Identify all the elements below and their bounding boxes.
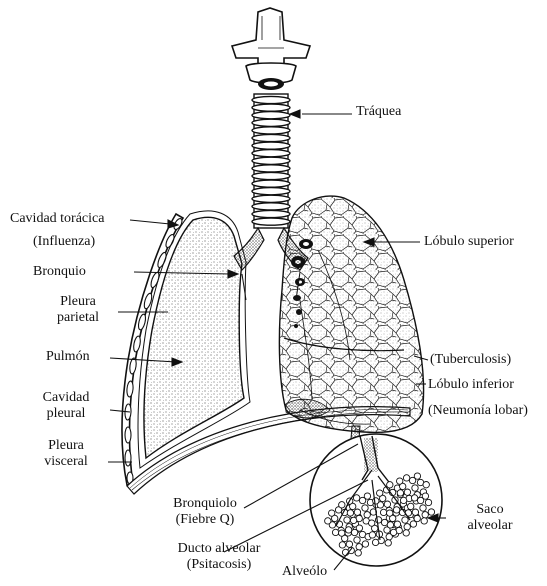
alveolus-bubble: [414, 515, 420, 521]
alveolus-bubble: [404, 489, 410, 495]
alveolus-bubble: [369, 520, 375, 526]
alveolus-bubble: [422, 493, 428, 499]
alveolus-bubble: [390, 529, 396, 535]
alveolus-bubble: [408, 503, 414, 509]
alveolus-bubble: [412, 509, 418, 515]
label-lower-lobe: Lóbulo inferior: [428, 377, 514, 393]
alveolus-bubble: [345, 527, 351, 533]
tracheal-ring: [252, 142, 290, 149]
alveolus-bubble: [414, 473, 420, 479]
alveolus-bubble: [372, 539, 378, 545]
label-bronchus: Bronquio: [33, 264, 86, 280]
alveolus-bubble: [364, 512, 370, 518]
alveolus-bubble: [344, 517, 350, 523]
tracheal-ring: [252, 112, 290, 119]
label-psittacosis: (Psitacosis): [164, 557, 274, 573]
alveolus-bubble: [339, 502, 345, 508]
tracheal-ring: [252, 210, 290, 217]
label-upper-lobe: Lóbulo superior: [424, 234, 514, 250]
alveolus-bubble: [332, 529, 338, 535]
tracheal-ring: [252, 188, 290, 195]
tracheal-ring: [252, 165, 290, 172]
alveolus-bubble: [422, 512, 428, 518]
label-visceral-pleura-1: Pleura: [26, 438, 106, 454]
label-lung: Pulmón: [46, 349, 90, 365]
alveolus-bubble: [353, 495, 359, 501]
alveolus-bubble: [423, 482, 429, 488]
alveolus-bubble: [411, 495, 417, 501]
alveolus-bubble: [369, 532, 375, 538]
alveolus-bubble: [362, 541, 368, 547]
tracheal-ring: [252, 157, 290, 164]
alveolus-bubble: [393, 507, 399, 513]
alveolus-bubble: [339, 530, 345, 536]
tracheal-ring: [252, 180, 290, 187]
alveolus-bubble: [373, 498, 379, 504]
alveolus-bubble: [397, 478, 403, 484]
alveolus-bubble: [387, 482, 393, 488]
alveolus-bubble: [384, 501, 390, 507]
alveolus-bubble: [356, 525, 362, 531]
alveolus-bubble: [387, 510, 393, 516]
alveolus-bubble: [329, 510, 335, 516]
alveolus-bubble: [420, 505, 426, 511]
label-alveolar-sac-1: Saco: [450, 502, 530, 518]
alveolus-bubble: [403, 475, 409, 481]
alveolus-bubble: [377, 490, 383, 496]
tracheal-ring: [252, 203, 290, 210]
alveolus-bubble: [385, 540, 391, 546]
alveolus-bubble: [350, 517, 356, 523]
alveolus-bubble: [402, 517, 408, 523]
alveolus-bubble: [380, 509, 386, 515]
alveolus-bubble: [387, 522, 393, 528]
label-parietal-pleura-2: parietal: [40, 310, 116, 326]
tracheal-ring: [252, 195, 290, 202]
alveolus-bubble: [347, 510, 353, 516]
label-influenza: (Influenza): [33, 234, 95, 250]
label-tuberculosis: (Tuberculosis): [430, 352, 511, 368]
alveolus-bubble: [339, 542, 345, 548]
label-parietal-pleura-1: Pleura: [40, 294, 116, 310]
tracheal-ring: [252, 218, 290, 225]
alveolus-bubble: [425, 499, 431, 505]
label-lobar-pneumonia: (Neumonía lobar): [428, 403, 528, 419]
label-alveolar-sac-2: alveolar: [450, 518, 530, 534]
label-alveolar-duct: Ducto alveolar: [164, 541, 274, 557]
label-alveolus: Alveólo: [282, 564, 327, 580]
hyoid: [232, 8, 310, 64]
tracheal-ring: [252, 96, 290, 103]
label-bronchiole: Bronquiolo: [160, 496, 250, 512]
alveolus-bubble: [428, 509, 434, 515]
tracheal-ring: [252, 119, 290, 126]
alveolus-bubble: [412, 485, 418, 491]
alveolus-bubble: [346, 541, 352, 547]
alveolus-bubble: [354, 509, 360, 515]
alveolus-bubble: [421, 518, 427, 524]
label-visceral-pleura-2: visceral: [26, 454, 106, 470]
label-pleural-cavity-2: pleural: [26, 406, 106, 422]
tracheal-ring: [252, 127, 290, 134]
label-pleural-cavity-1: Cavidad: [26, 390, 106, 406]
tracheal-ring: [252, 134, 290, 141]
alveolus-bubble: [364, 493, 370, 499]
alveolus-bubble: [325, 518, 331, 524]
tracheal-ring: [252, 150, 290, 157]
label-q-fever: (Fiebre Q): [160, 512, 250, 528]
tracheal-rings: [252, 96, 290, 225]
alveolus-bubble: [404, 524, 410, 530]
alveolus-bubble: [355, 550, 361, 556]
alveolus-bubble: [400, 497, 406, 503]
alveolus-bubble: [403, 530, 409, 536]
label-trachea: Tráquea: [356, 104, 401, 120]
alveolus-bubble: [354, 537, 360, 543]
alveolus-bubble: [362, 505, 368, 511]
label-thoracic-cavity: Cavidad torácica: [10, 211, 104, 227]
alveolus-bubble: [397, 490, 403, 496]
tracheal-ring: [252, 172, 290, 179]
alveolus-bubble: [394, 521, 400, 527]
tracheal-ring: [252, 104, 290, 111]
alveolus-bubble: [356, 544, 362, 550]
